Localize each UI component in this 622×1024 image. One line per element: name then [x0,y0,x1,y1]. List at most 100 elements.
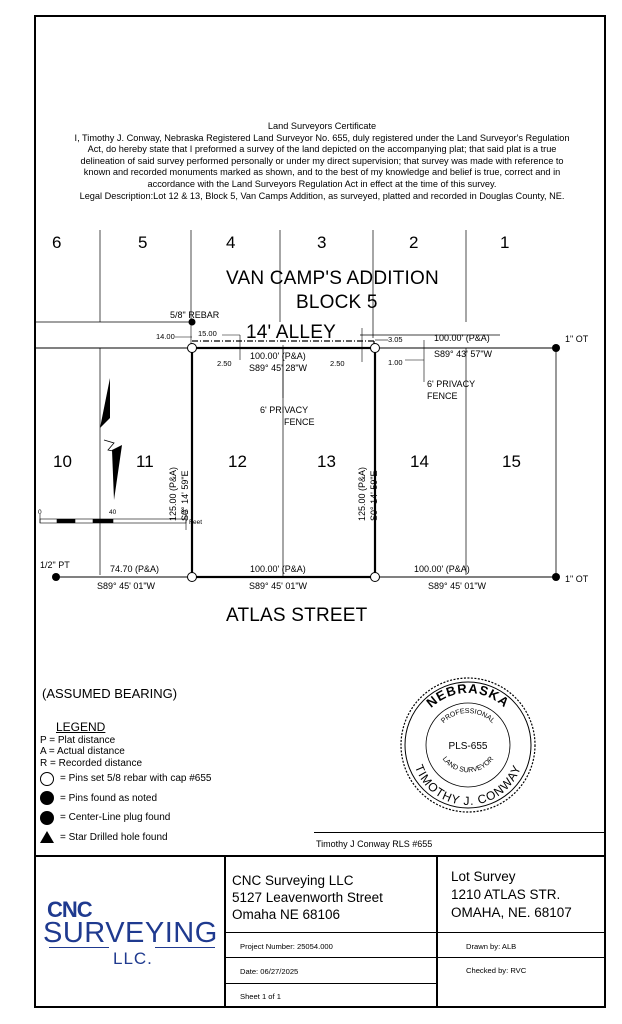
bearing-label: S89° 45' 28"W [249,363,308,373]
logo-cnc: CNC [47,897,93,922]
site-address-2: OMAHA, NE. 68107 [451,905,572,920]
dim-label: 100.00' (P&A) [250,351,306,361]
legend-label: = Center-Line plug found [60,812,171,823]
monument-label: 1/2" PT [40,560,70,570]
triangle-icon [40,831,54,844]
company-info: CNC Surveying LLC 5127 Leavenworth Stree… [232,872,383,923]
dim-label: 2.50 [217,359,232,368]
monument-label: 1" OT [565,334,589,344]
dim-label: 15.00 [198,329,217,338]
dim-label: 14.00 [156,332,175,341]
pin-found-icon [52,573,60,581]
pin-set-icon [187,572,197,582]
pin-found-icon [552,344,560,352]
fence-label: 6' PRIVACY [260,405,309,415]
scale-tick: 0 [38,509,42,516]
legend-def: P = Plat distance [40,734,116,746]
fence-label: FENCE [427,391,458,401]
dim-label: 100.00' (P&A) [414,564,470,574]
lot-number: 10 [53,452,72,471]
legend: LEGEND P = Plat distance A = Actual dist… [40,720,211,848]
rebar-found-icon [188,318,196,326]
job-info: Lot Survey 1210 ATLAS STR. OMAHA, NE. 68… [451,868,572,922]
pin-set-icon [187,343,197,353]
filled-circle-icon [40,810,54,825]
assumed-bearing-note: (ASSUMED BEARING) [42,686,178,701]
dim-label: 3.05 [388,335,403,344]
pin-set-icon [370,343,380,353]
alley-label: 14' ALLEY [246,322,336,343]
lot-number: 4 [226,233,236,252]
lot-number: 2 [409,233,419,252]
fence-label: FENCE [284,417,315,427]
lot-number: 11 [136,452,154,471]
legend-label: = Star Drilled hole found [60,831,168,843]
signature-line: Timothy J Conway RLS #655 [316,839,433,849]
legend-def: R = Recorded distance [40,757,143,769]
company-address-2: Omaha NE 68106 [232,907,341,922]
rebar-label: 5/8" REBAR [170,310,220,320]
bearing-label: S89° 45' 01"W [97,581,156,591]
certificate-body: I, Timothy J. Conway, Nebraska Registere… [74,132,570,189]
street-label: ATLAS STREET [226,605,368,626]
seal-professional: PROFESSIONAL [440,708,496,725]
dim-label: 1.00 [388,358,403,367]
dim-label: 125.00 (P&A) [357,466,367,521]
pin-found-icon [552,573,560,581]
block-name: BLOCK 5 [296,292,378,313]
bearing-label: S89° 45' 01"W [249,581,308,591]
north-arrow-icon [100,378,122,500]
svg-text:LAND SURVEYOR: LAND SURVEYOR [441,756,495,775]
company-name: CNC Surveying LLC [232,873,354,888]
company-address-1: 5127 Leavenworth Street [232,890,383,905]
legend-item: = Center-Line plug found [40,808,211,828]
legend-label: = Pins set 5/8 rebar with cap #655 [60,773,212,784]
fence-label: 6' PRIVACY [427,379,476,389]
lot-number: 5 [138,233,148,252]
legend-item: = Pins set 5/8 rebar with cap #655 [40,769,211,789]
legend-title: LEGEND [56,720,106,734]
open-circle-icon [40,771,54,786]
bearing-label: S0° 14' 59"E [369,470,379,521]
seal-license: PLS-655 [449,741,488,752]
legal-description: Legal Description:Lot 12 & 13, Block 5, … [79,190,565,201]
legend-item: = Star Drilled hole found [40,828,211,848]
checked-by: Checked by: RVC [466,966,527,975]
site-address-1: 1210 ATLAS STR. [451,887,561,902]
svg-text:PROFESSIONAL: PROFESSIONAL [440,708,496,725]
sheet-number: Sheet 1 of 1 [240,992,281,1001]
lot-number: 14 [410,452,429,471]
monument-label: 1" OT [565,574,589,584]
company-logo: CNC SURVEYING LLC. [43,897,219,979]
addition-name: VAN CAMP'S ADDITION [226,268,439,289]
lot-number: 3 [317,233,327,252]
legend-def: A = Actual distance [40,746,125,757]
certificate-title: Land Surveyors Certificate [267,121,377,131]
project-number: Project Number: 25054.000 [240,942,333,951]
legend-item: = Pins found as noted [40,789,211,809]
doc-title: Lot Survey [451,869,516,884]
dim-label: 2.50 [330,359,345,368]
lot-number: 1 [500,233,510,252]
filled-circle-icon [40,791,54,806]
legend-label: = Pins found as noted [60,792,158,804]
scale-tick: 40 [109,509,117,516]
pin-set-icon [370,572,380,582]
dim-label: 74.70 (P&A) [110,564,160,574]
lot-number: 12 [228,452,247,471]
surveyor-seal-icon: NEBRASKA TIMOTHY J. CONWAY PROFESSIONAL … [400,677,536,813]
logo-llc: LLC. [113,949,153,968]
drawn-by: Drawn by: ALB [466,942,517,951]
dim-label: 100.00' (P&A) [250,564,306,574]
bearing-label: S89° 43' 57"W [434,349,493,359]
seal-land-surveyor: LAND SURVEYOR [441,756,495,775]
lot-number: 6 [52,233,62,252]
scale-tick: 80 [181,509,189,516]
sheet-border [34,15,606,1008]
dim-label: 125.00 (P&A) [168,466,178,521]
lot-number: 13 [317,452,336,471]
date: Date: 06/27/2025 [240,967,299,976]
logo-surveying: SURVEYING [43,917,218,949]
scale-bar-icon [57,519,75,523]
